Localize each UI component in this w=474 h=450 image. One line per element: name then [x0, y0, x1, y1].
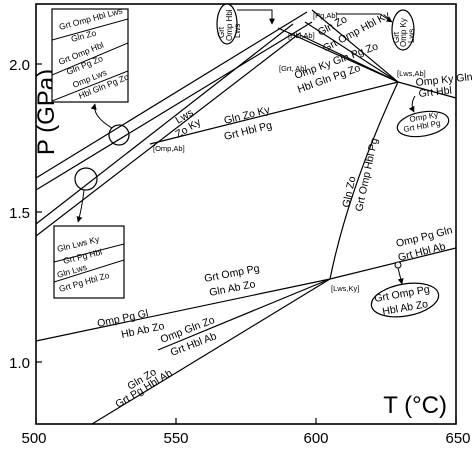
ellipse-low: Grt Omp Pg Hbl Ab Zo — [370, 282, 440, 318]
pointer-arrow — [408, 95, 416, 113]
pointer-arrow — [336, 13, 393, 23]
point-marker — [394, 261, 402, 269]
x-tick-label: 600 — [303, 430, 328, 447]
pointer-arrow — [237, 9, 275, 25]
ellipse-right: Omp Ky Grt Hbl Pg — [396, 110, 450, 138]
magnifier-circle — [74, 167, 98, 191]
x-tick-label: 500 — [21, 430, 46, 447]
invariant-point-lws-ab: [Lws,Ab] — [397, 69, 426, 78]
ellipse-top-right: Grt Omp Ky Lws — [391, 9, 416, 51]
x-axis-ticks — [35, 418, 457, 424]
pointer-arrow — [90, 103, 113, 129]
inset-bottom: Gln Lws Ky Grt Pg Hbl Gln Lws Grt Pg Hbl… — [53, 225, 125, 299]
reaction-label: Omp Ky Gln — [415, 71, 473, 89]
x-tick-label: 650 — [445, 430, 470, 447]
ellipse-label: Lws — [233, 24, 242, 38]
ellipse-label: Omp Hbl — [225, 9, 234, 41]
x-tick-label: 550 — [163, 430, 188, 447]
ellipse-top-left: Grt Omp Hbl Lws — [216, 3, 242, 45]
invariant-point-hbl-ab: [Hbl,Ab] — [288, 31, 315, 40]
pointer-arrow — [76, 189, 85, 223]
inset-top: Grt Omp Hbl Lws Gln Zo Grt Omp Hbl Gln P… — [51, 5, 130, 103]
y-tick-label: 1.5 — [9, 205, 30, 222]
y-tick-label: 2.0 — [9, 57, 30, 74]
invariant-point-lws-ky: [Lws,Ky] — [331, 284, 359, 293]
reaction-lines — [35, 9, 457, 425]
ellipse-label: Grt — [392, 31, 401, 43]
reaction-label: Grt Hbl — [418, 85, 452, 100]
x-axis-title: T (°C) — [383, 392, 447, 419]
y-axis-ticks — [36, 63, 42, 363]
invariant-point-pg-ab: [Pg,Ab] — [313, 11, 338, 20]
ellipse-label: Omp Ky — [399, 18, 408, 47]
reaction-label: Grt Omp Hbl Pg — [353, 137, 380, 213]
invariant-point-grt-ab: [Grt, Ab] — [279, 64, 307, 73]
plot-frame — [35, 3, 457, 425]
y-tick-label: 1.0 — [9, 355, 30, 372]
ellipse-label: Lws — [407, 29, 416, 43]
invariant-point-omp-ab: [Omp,Ab] — [153, 144, 185, 153]
magnifier-circle — [108, 124, 130, 146]
ellipse-label: Grt — [217, 26, 226, 38]
